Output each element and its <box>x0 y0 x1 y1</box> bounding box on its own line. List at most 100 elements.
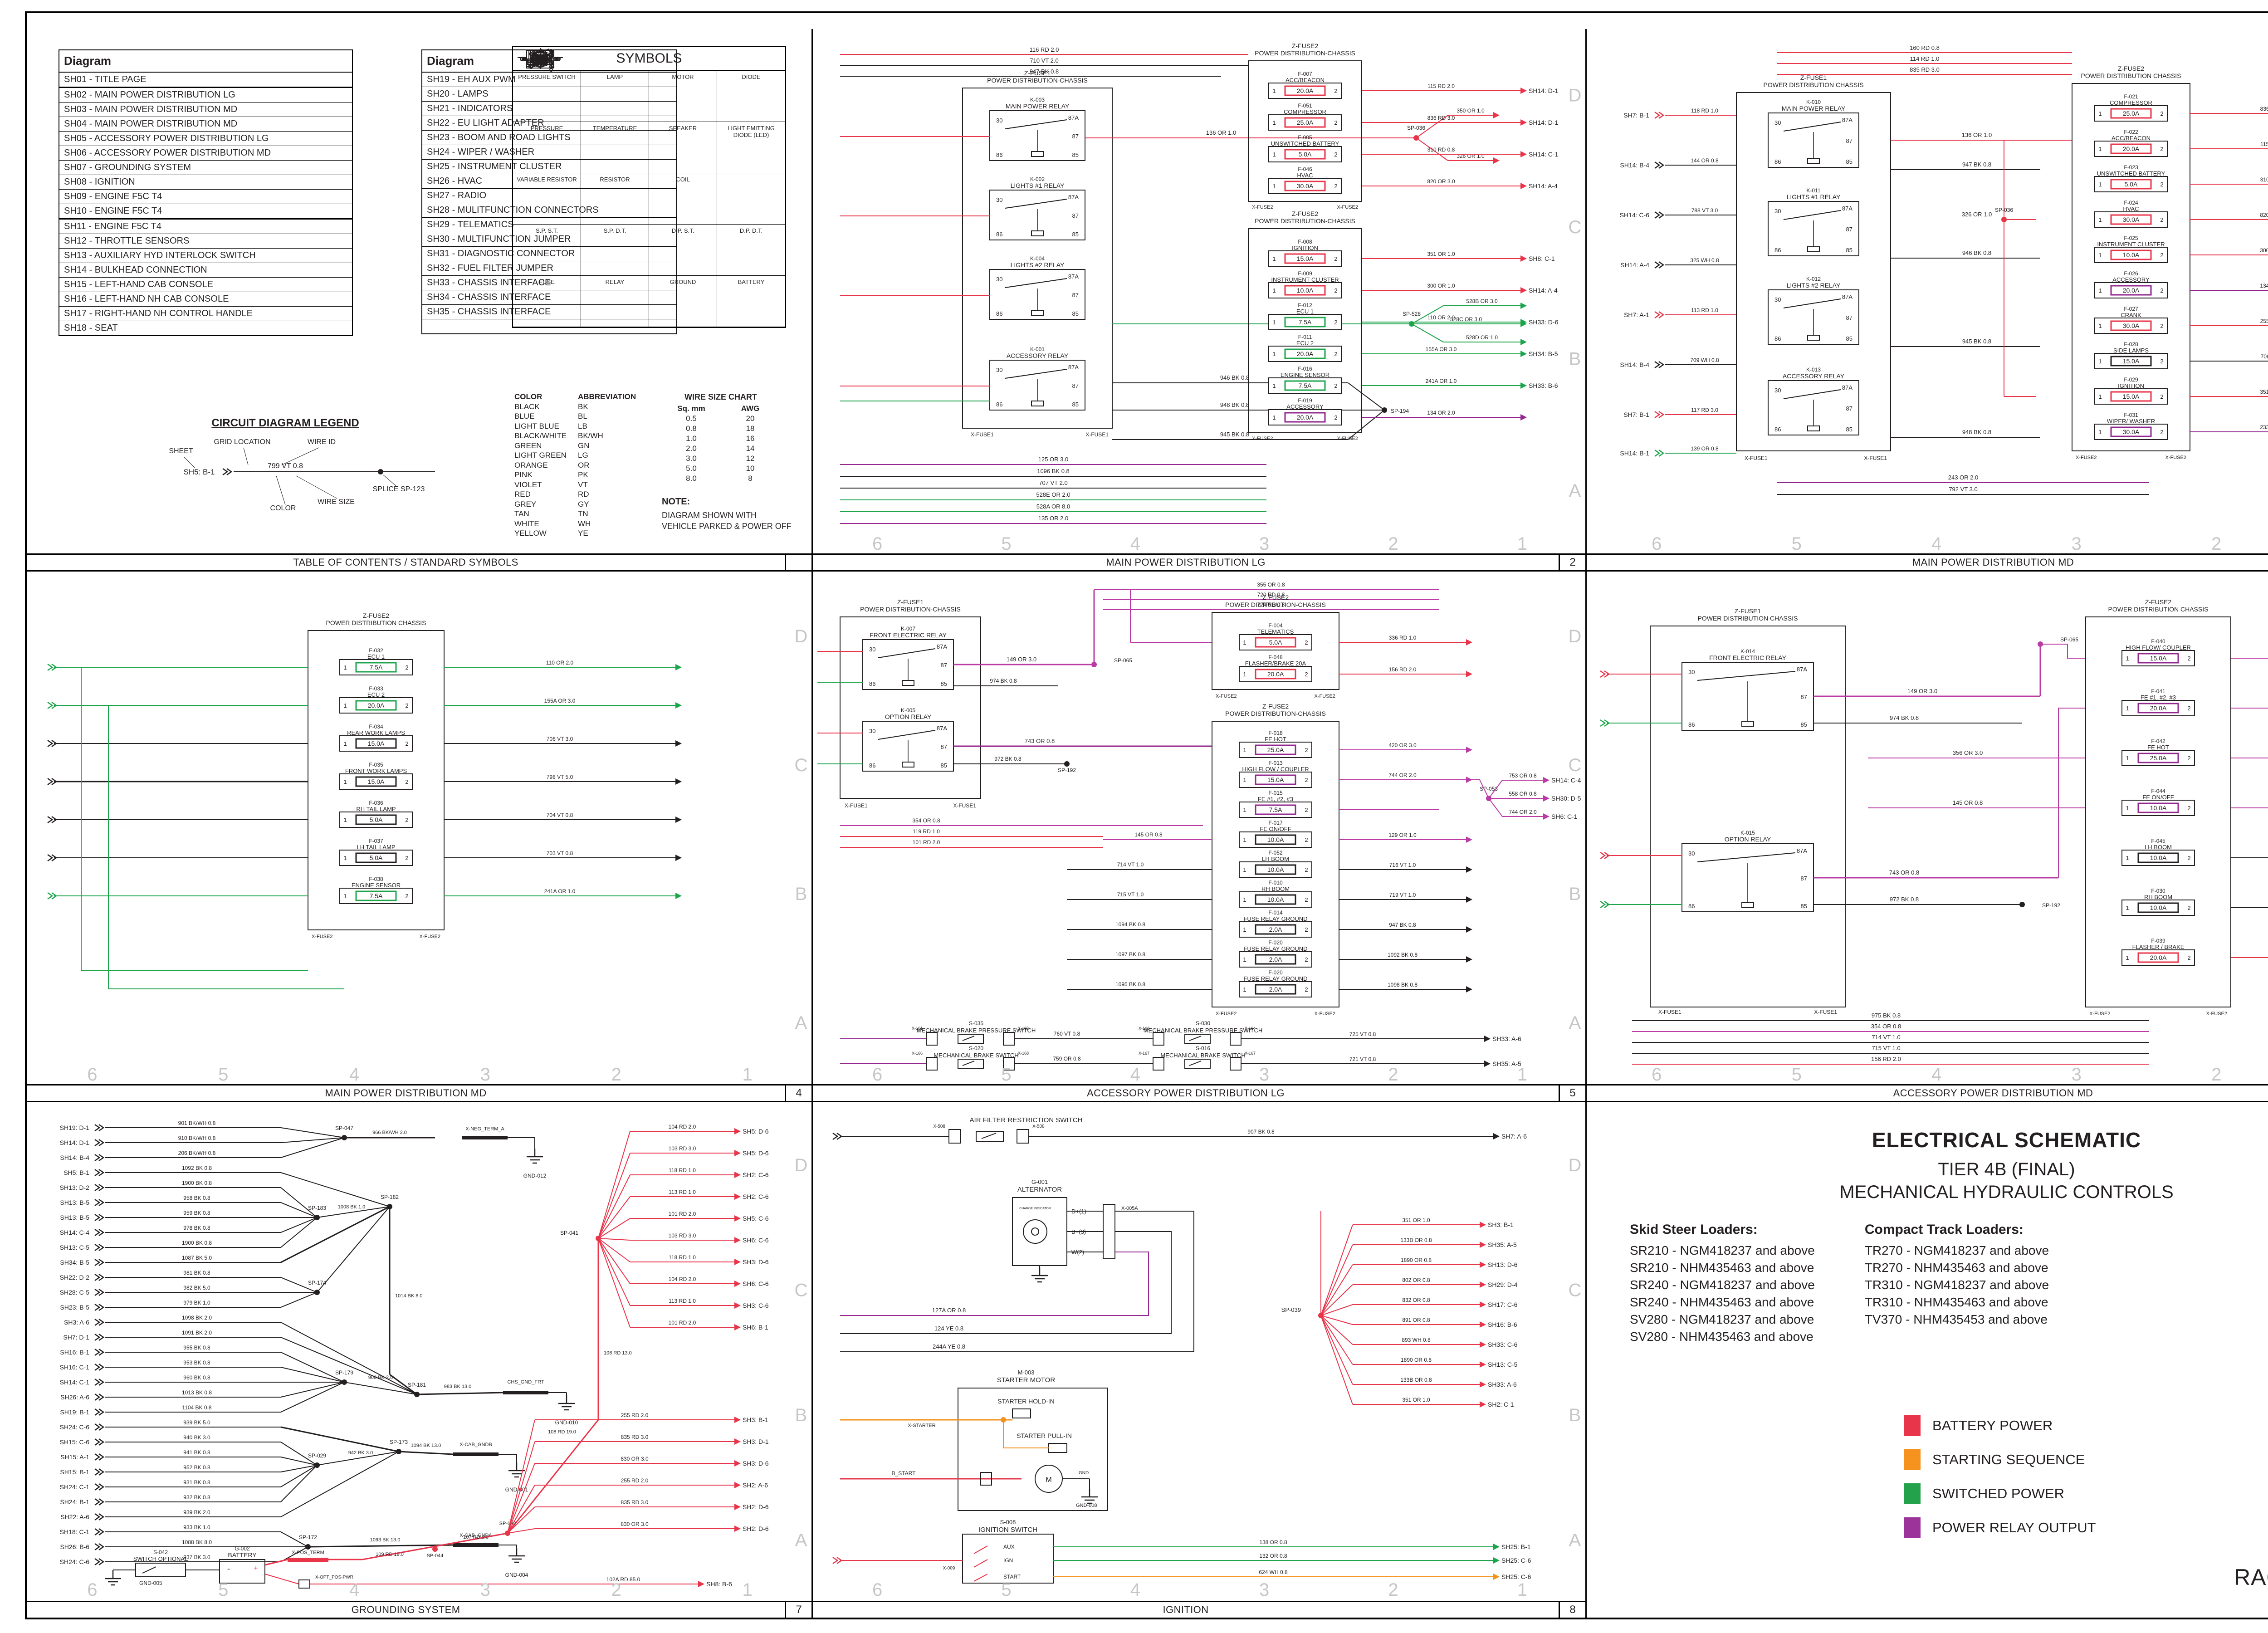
label: FUSE RELAY GROUND <box>1243 975 1307 982</box>
label: K-007 <box>901 626 915 632</box>
group-box-outline <box>1212 721 1339 1007</box>
grid-letter: D <box>795 626 808 646</box>
symbol-cell: COIL <box>523 54 717 225</box>
label: K-011 <box>1806 187 1820 194</box>
model-line: SV280 - NGM418237 and above <box>1630 1312 1814 1326</box>
label: OPTION RELAY <box>1725 836 1771 843</box>
label: F-023 <box>2124 164 2138 171</box>
label: 972 BK 0.8 <box>994 756 1022 762</box>
wire-ref: 704 VT 0.8 <box>444 812 682 823</box>
label: 350 OR 1.0 <box>1457 108 1485 114</box>
label: 160 RD 0.8 <box>1910 44 1940 51</box>
label: SH30: D-5 <box>1551 795 1581 802</box>
grid-letter: B <box>795 1405 807 1425</box>
wire <box>507 1347 599 1534</box>
label: 336 RD 1.0 <box>1389 635 1417 641</box>
chevron-arrow-icon <box>47 892 54 900</box>
skid-steer-header: Skid Steer Loaders: <box>1630 1222 1758 1237</box>
arrow-icon <box>1493 1544 1500 1550</box>
label: MECHANICAL BRAKE SWITCH <box>1160 1052 1245 1059</box>
label: X-FUSE1 <box>953 802 976 809</box>
wire <box>507 1485 535 1534</box>
label: 87 <box>1846 226 1853 233</box>
label: 1 <box>1243 836 1246 843</box>
toc-row: SH08 - IGNITION <box>59 175 352 190</box>
box <box>219 1559 265 1584</box>
box <box>135 1563 186 1577</box>
chevron-arrow-icon <box>94 1408 101 1416</box>
label: X-FUSE1 <box>971 431 994 438</box>
note-label: NOTE: <box>662 497 690 507</box>
grid-letter: B <box>1569 349 1581 369</box>
label: 1 <box>2098 216 2102 223</box>
label: 891 OR 0.8 <box>1402 1317 1430 1323</box>
symbol-label: RESISTOR <box>600 176 630 183</box>
wire <box>280 1465 318 1502</box>
label: SH8: B-6 <box>706 1580 732 1588</box>
label: SWITCH OPTIONAL <box>133 1555 188 1562</box>
label: Z-FUSE2 <box>1262 703 1289 710</box>
fuse-amp-box <box>2110 320 2152 331</box>
title-line-2: TIER 4B (FINAL) <box>1938 1159 2075 1179</box>
label: X-FUSE2 <box>1252 436 1273 441</box>
legend-label: POWER RELAY OUTPUT <box>1932 1520 2096 1535</box>
label: 714 VT 1.0 <box>1872 1034 1900 1041</box>
arrow-icon <box>1480 1222 1486 1228</box>
wire <box>280 1546 308 1562</box>
label: 1094 BK 13.0 <box>411 1443 441 1448</box>
label: X-FUSE2 <box>420 934 440 939</box>
label: F-005 <box>1298 134 1312 141</box>
relay-coil <box>1807 158 1820 164</box>
label: 255 RD 2.0 <box>621 1412 649 1418</box>
box <box>1017 1129 1029 1144</box>
chevron-arrow-icon <box>94 1243 101 1252</box>
arrow-icon <box>1520 382 1527 389</box>
relay-coil <box>1807 335 1820 341</box>
label: 87 <box>1846 314 1853 321</box>
grid-number: 5 <box>218 1580 228 1600</box>
label: 15.0A <box>368 740 385 747</box>
label: 145 OR 0.8 <box>1953 799 1983 806</box>
fuse-amp-box <box>2110 249 2152 260</box>
group-box-outline <box>1650 626 1846 1007</box>
grid-number: 6 <box>872 1065 882 1085</box>
wire <box>280 1127 345 1138</box>
label: OPTION RELAY <box>885 713 932 720</box>
label: X-FUSE2 <box>2089 1011 2110 1017</box>
fuse-amp-box <box>2110 214 2152 225</box>
label: LIGHTS #1 RELAY <box>1787 193 1841 200</box>
wire-ref: 420 OR 3.0SH28: C-5 <box>2231 750 2268 762</box>
wire-ref: 350 OR 1.0 <box>1448 108 1500 118</box>
label: 20.0A <box>2123 287 2140 294</box>
wire <box>264 1574 299 1584</box>
label: 1098 BK 2.0 <box>182 1315 212 1321</box>
symbol-label: D.P. D.T. <box>739 227 763 234</box>
toc-row: SH19 - EH AUX PWM <box>422 73 676 87</box>
label: SP-047 <box>335 1125 353 1131</box>
label: SH14: C-1 <box>1529 151 1559 158</box>
track-loader-header: Compact Track Loaders: <box>1864 1222 2024 1237</box>
chevron-arrow-icon <box>98 1154 105 1162</box>
label: 30.0A <box>1297 182 1314 190</box>
panel-title: MAIN POWER DISTRIBUTION LG <box>1106 557 1266 568</box>
label: 719 VT 1.0 <box>1389 892 1416 898</box>
label: 1 <box>1272 119 1276 126</box>
label: 85 <box>1801 721 1807 728</box>
label: 144 OR 0.8 <box>1691 157 1719 164</box>
